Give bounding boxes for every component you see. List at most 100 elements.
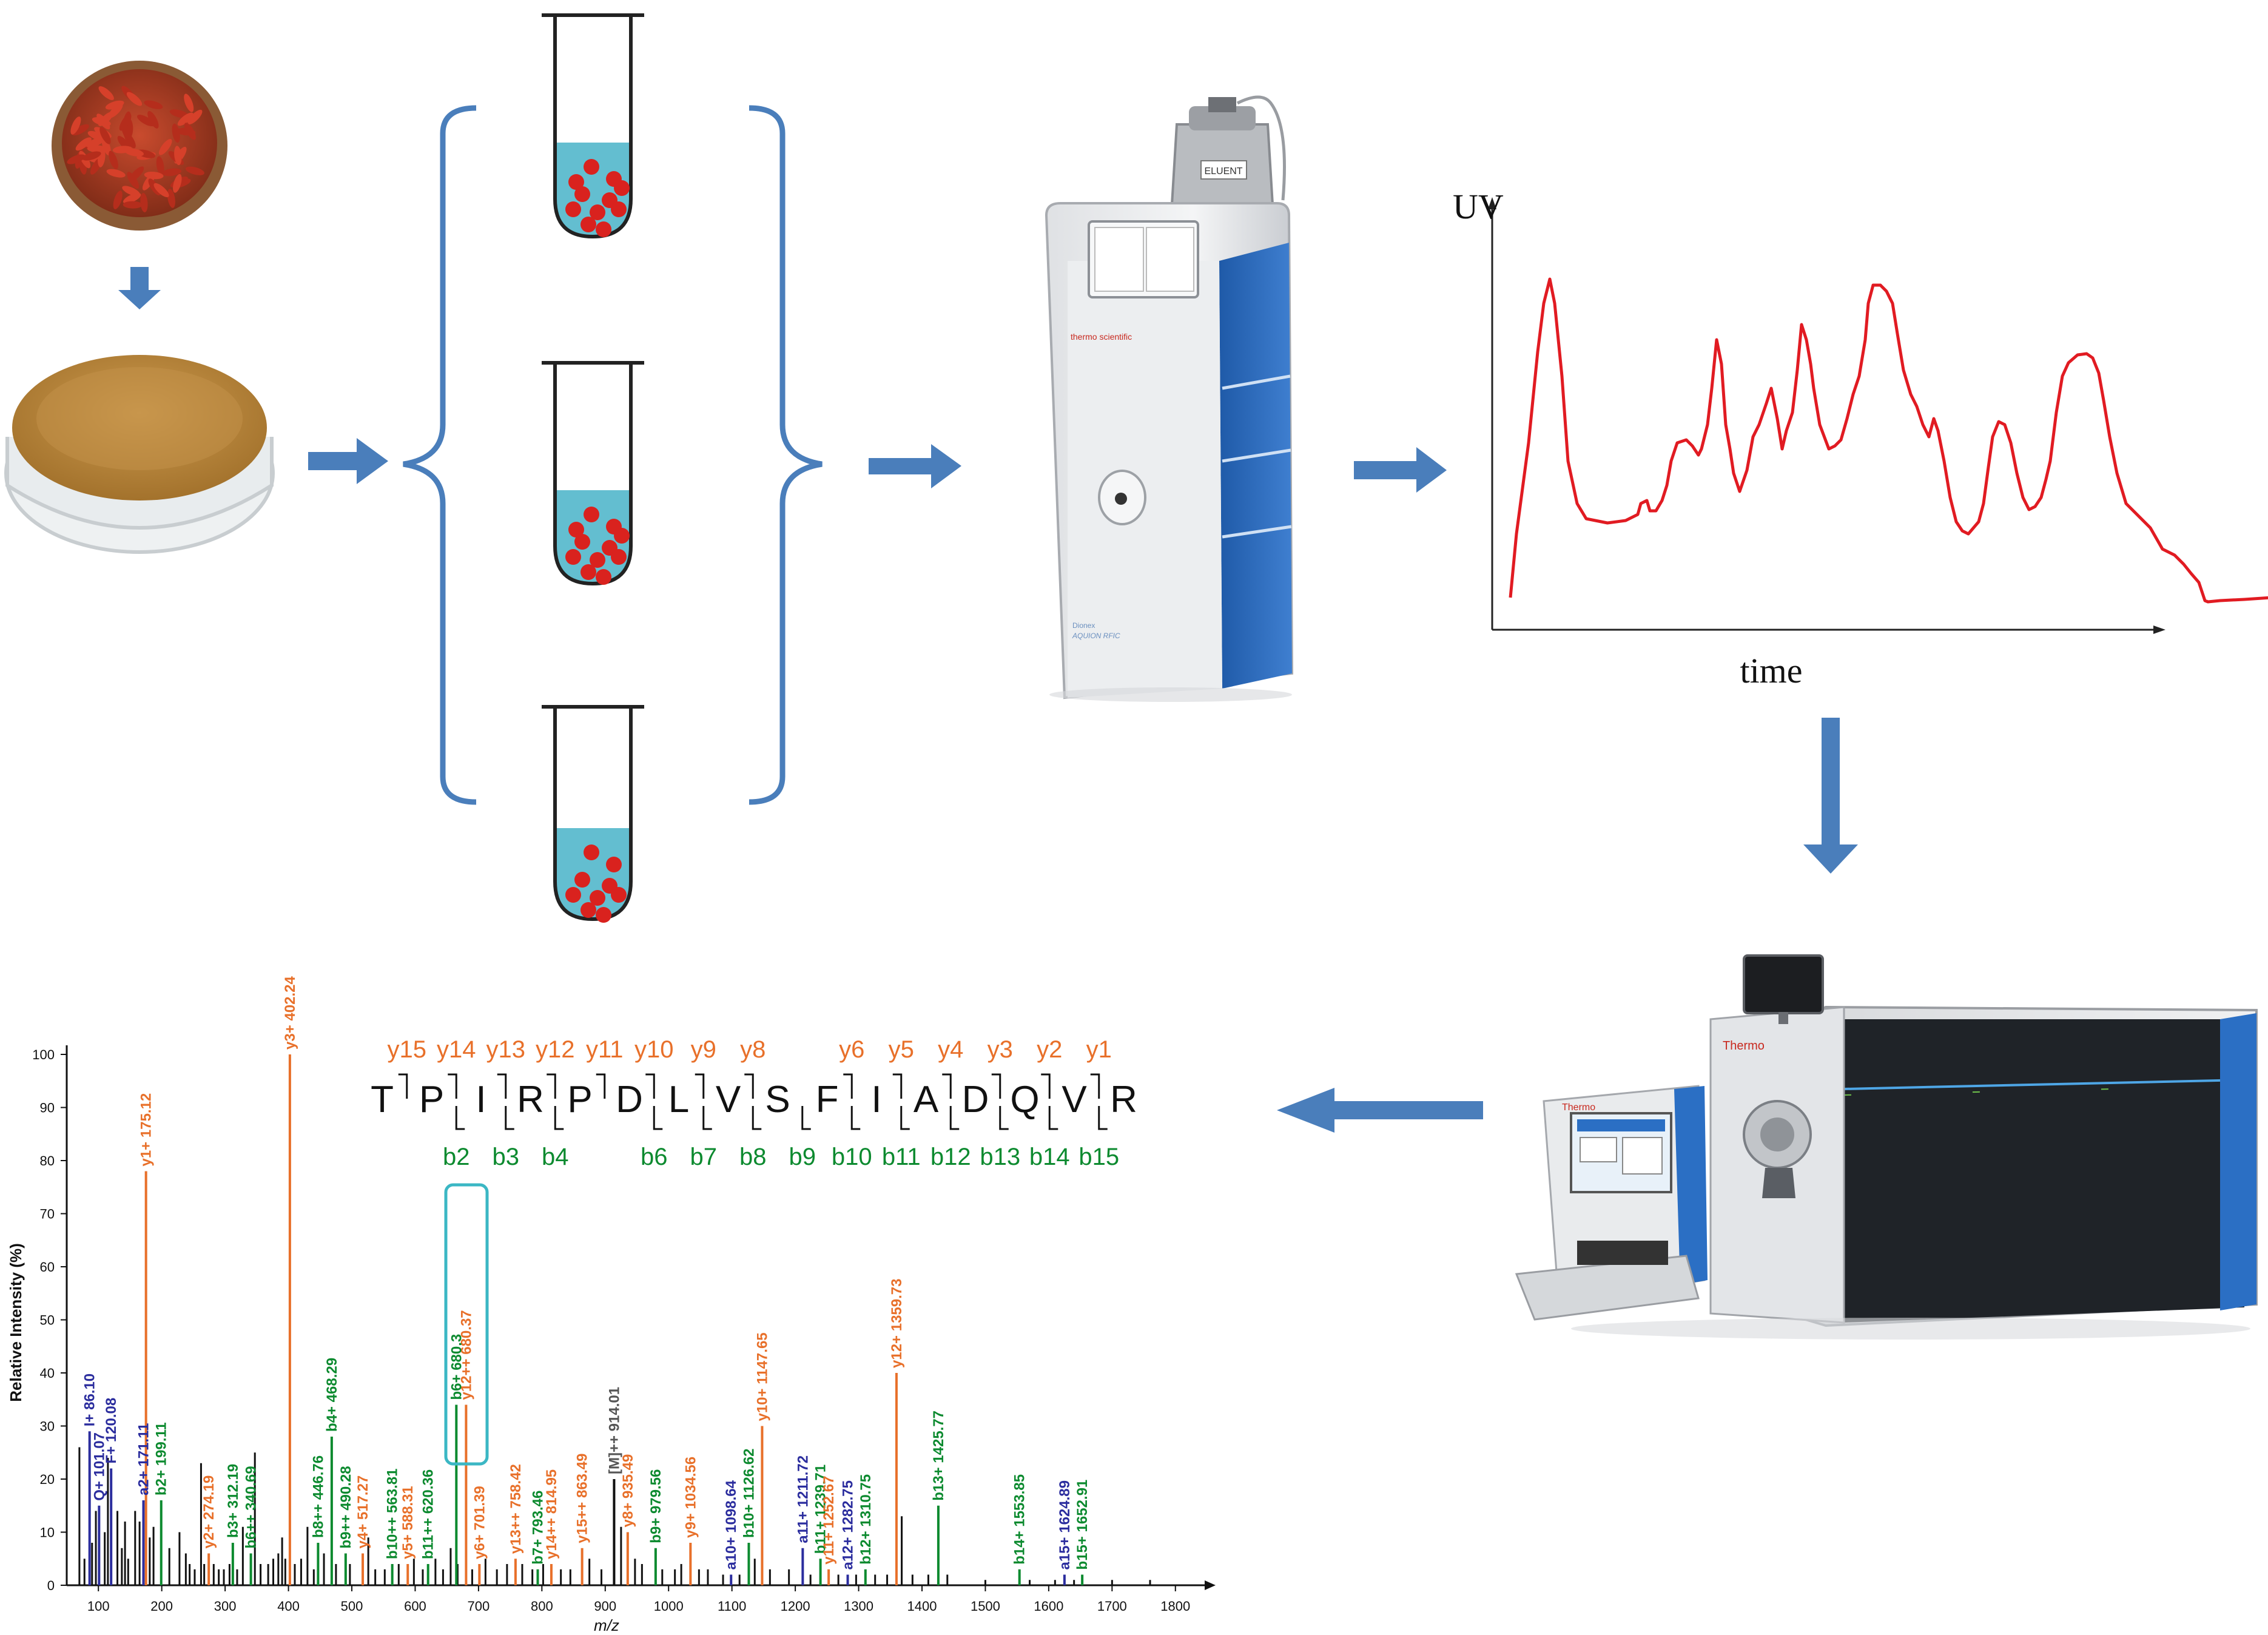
bracket-icon [403,105,477,805]
peak-label: b11++ 620.36 [420,1469,437,1559]
goji-berry [184,123,196,140]
b-ion-label: b9 [789,1144,816,1170]
peak-label: F+ 120.08 [103,1398,119,1464]
peak-label: y15++ 863.49 [574,1454,591,1543]
x-tick-label: 600 [404,1599,426,1614]
chromatogram-trace [1509,277,2268,604]
amino-acid: A [914,1079,939,1121]
b-ion-label: b7 [690,1144,718,1170]
y-ion-label: y15 [388,1036,427,1063]
amino-acid: I [871,1079,881,1121]
sample-particle [584,507,599,522]
amino-acid: L [668,1079,689,1121]
peak-label: b4+ 468.29 [324,1358,340,1432]
peak-label: y6+ 701.39 [471,1486,488,1559]
amino-acid: D [962,1079,989,1121]
sample-particle [614,528,630,544]
y-ion-label: y12 [536,1036,575,1063]
sample-particle [611,887,627,903]
amino-acid: I [476,1079,486,1121]
sample-particle [565,887,581,903]
goji-berry [75,137,92,151]
goji-berry [169,109,189,118]
peak-label: y5+ 588.31 [400,1486,416,1559]
ms-brand-logo: Thermo [1723,1039,1765,1053]
x-tick-label: 100 [87,1599,110,1614]
peak-label: y11+ 1252.67 [821,1476,837,1565]
brand-logo: thermo scientific [1071,332,1132,342]
goji-berry [127,172,140,189]
sample-particle [611,549,627,565]
goji-berry [187,109,203,125]
peak-label: y4+ 517.27 [355,1475,371,1549]
goji-berry [167,189,175,208]
sample-particle [565,201,581,217]
goji-berry [184,93,194,112]
chromatogram-xlabel: time [1740,651,1802,690]
peak-label: b9+ 979.56 [648,1469,664,1543]
b-ion-label: b2 [443,1144,470,1170]
peak-label: a10+ 1098.64 [723,1480,739,1569]
goji-berry [123,201,143,209]
sample-particle [606,857,622,872]
x-tick-label: 900 [594,1599,616,1614]
x-tick-label: 700 [468,1599,490,1614]
goji-berry [92,117,111,126]
mass-spectrometer-icon: Thermo Thermo [1515,954,2258,1340]
sample-particle [596,907,611,923]
x-tick-label: 1200 [781,1599,810,1614]
goji-berry [174,146,182,166]
b-ion-label: b12 [930,1144,971,1170]
sample-particle [584,844,599,860]
powder-dish-icon [4,355,275,554]
peak-label: I+ 86.10 [82,1374,98,1426]
sample-particle [590,552,605,568]
peak-label: y12++ 680.37 [458,1310,474,1400]
goji-berry [67,154,86,164]
goji-berry [172,123,180,143]
eluent-label: ELUENT [1204,166,1242,177]
y-tick-label: 70 [40,1207,55,1222]
goji-berry [177,112,194,126]
lc-brand-logo: Thermo [1562,1102,1595,1113]
spectrum-ylabel: Relative Intensity (%) [7,1243,25,1402]
sample-particle [590,204,605,220]
goji-berry [173,174,182,193]
sample-particle [574,872,590,888]
y-tick-label: 100 [32,1047,55,1062]
peak-label: y2+ 274.19 [201,1475,217,1549]
x-tick-label: 400 [277,1599,300,1614]
x-tick-label: 1100 [718,1599,746,1614]
goji-berry [113,190,123,209]
goji-berry [122,186,140,197]
amino-acid: V [716,1079,741,1121]
peak-label: b15+ 1652.91 [1074,1480,1091,1570]
x-tick-label: 300 [214,1599,237,1614]
peak-label: a11+ 1211.72 [795,1455,811,1543]
x-tick-label: 1000 [654,1599,684,1614]
amino-acid: T [371,1079,394,1121]
sample-particle [614,180,630,196]
goji-berry [126,92,143,106]
amino-acid: V [1062,1079,1087,1121]
peak-label: y3+ 402.24 [282,976,298,1050]
goji-berry [144,100,163,109]
x-tick-label: 1300 [844,1599,873,1614]
chromatogram-panel: UV time [1453,187,2268,690]
arrow-right-icon [308,438,388,484]
sample-particle [596,221,611,237]
test-tube-icon [542,705,644,923]
sample-particle [574,186,590,202]
goji-berry [156,156,164,176]
y-ion-label: y1 [1086,1036,1112,1063]
sample-particle [568,522,584,538]
peak-label: y14++ 814.95 [543,1469,560,1559]
goji-berry [109,150,118,169]
sample-particle [568,174,584,190]
arrow-right-icon [1354,447,1447,493]
y-ion-label: y4 [938,1036,963,1063]
goji-bowl-icon [52,61,227,231]
model-line2: AQUION RFIC [1072,632,1120,640]
goji-berry [153,183,169,198]
goji-berry [162,168,182,177]
